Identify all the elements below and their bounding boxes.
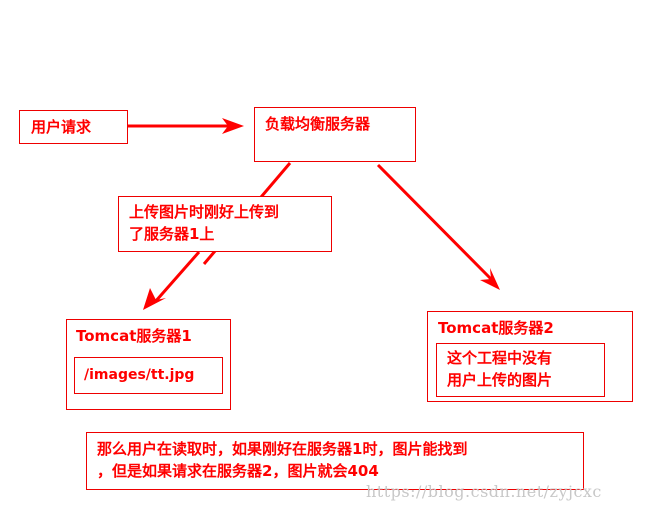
tomcat2-note-line-2: 用户上传的图片 <box>447 371 553 389</box>
conclusion-line-2: ，但是如果请求在服务器2，图片就会404 <box>97 462 379 480</box>
tomcat2-note-line-1: 这个工程中没有 <box>447 349 553 367</box>
load-balancer-label: 负载均衡服务器 <box>265 115 371 133</box>
tomcat2-note-box: 这个工程中没有 用户上传的图片 <box>436 343 605 397</box>
tomcat2-box: Tomcat服务器2 这个工程中没有 用户上传的图片 <box>427 311 633 402</box>
conclusion-box: 那么用户在读取时，如果刚好在服务器1时，图片能找到 ，但是如果请求在服务器2，图… <box>86 432 584 490</box>
tomcat1-file-path: /images/tt.jpg <box>84 367 195 383</box>
user-request-box: 用户请求 <box>19 110 128 144</box>
tomcat2-title: Tomcat服务器2 <box>438 319 554 337</box>
upload-note-line-1: 上传图片时刚好上传到 <box>129 203 280 221</box>
watermark: https://blog.csdn.net/zyjcxc <box>366 482 602 501</box>
tomcat1-box: Tomcat服务器1 /images/tt.jpg <box>66 319 231 410</box>
upload-note-box: 上传图片时刚好上传到 了服务器1上 <box>118 196 332 252</box>
upload-note-line-2: 了服务器1上 <box>129 225 215 243</box>
load-balancer-box: 负载均衡服务器 <box>254 107 416 162</box>
tomcat1-title: Tomcat服务器1 <box>76 327 192 345</box>
conclusion-line-1: 那么用户在读取时，如果刚好在服务器1时，图片能找到 <box>97 440 468 458</box>
user-request-label: 用户请求 <box>31 118 92 136</box>
arrow-lb-to-tomcat2 <box>376 163 500 290</box>
tomcat1-file-box: /images/tt.jpg <box>74 357 223 394</box>
arrow-user-to-lb <box>127 118 244 134</box>
